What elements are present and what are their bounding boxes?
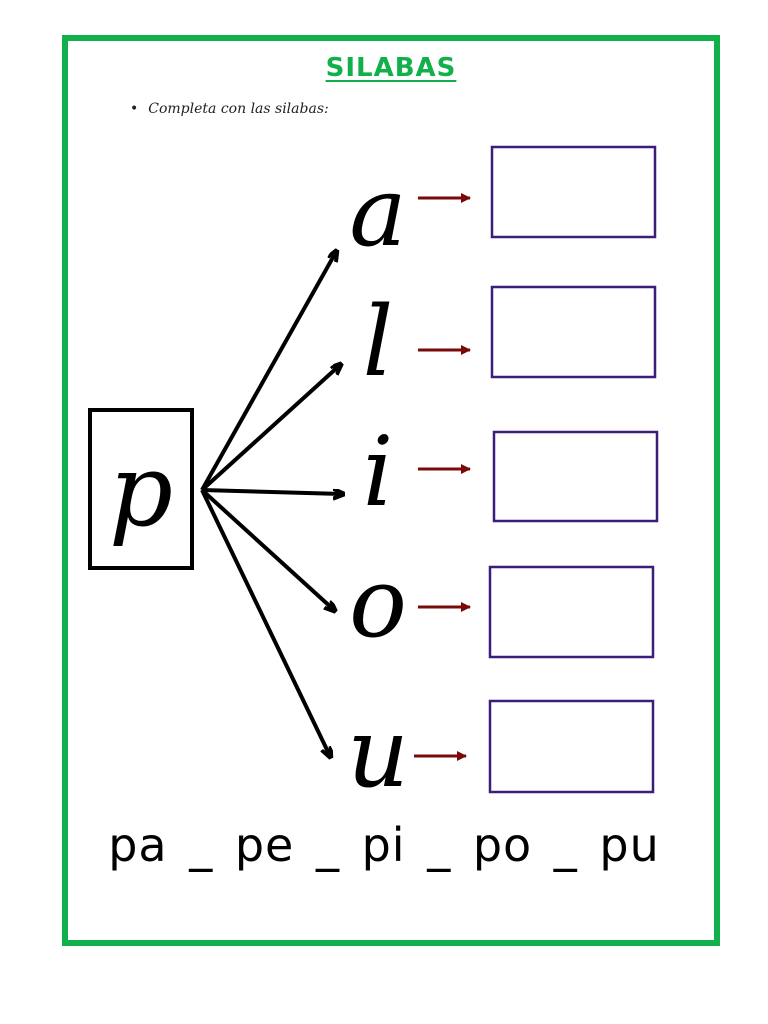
separator: _ — [315, 818, 340, 872]
arrow-to-o — [200, 488, 334, 610]
separator: _ — [189, 818, 214, 872]
answer-box-a[interactable] — [490, 145, 657, 239]
consonant-letter: p — [109, 432, 173, 549]
separator: _ — [427, 818, 452, 872]
vowel-letter-l: l — [363, 286, 394, 398]
arrow-to-i — [201, 488, 342, 494]
answer-box-o[interactable] — [488, 565, 655, 659]
separator: _ — [553, 818, 578, 872]
syllable-pi: pi — [361, 818, 406, 872]
vowel-letter-u: u — [347, 697, 409, 809]
arrow-to-l — [200, 365, 340, 492]
vowel-letter-a: a — [349, 156, 406, 268]
syllable-po: po — [472, 818, 533, 872]
instruction-text: • Completa con las silabas: — [130, 101, 329, 117]
vowel-letter-o: o — [349, 547, 407, 659]
vowel-letter-i: i — [363, 416, 394, 528]
page-title: SILABAS — [325, 53, 457, 83]
syllable-pu: pu — [599, 818, 660, 872]
consonant-box — [88, 408, 194, 570]
syllables-line: pa _ pe _ pi _ po _ pu — [0, 818, 768, 872]
answer-box-i[interactable] — [492, 430, 659, 523]
bullet-icon: • — [130, 101, 139, 117]
answer-box-u[interactable] — [488, 699, 655, 794]
arrow-to-u — [200, 489, 330, 756]
arrow-to-a — [200, 252, 336, 491]
answer-box-l[interactable] — [490, 285, 657, 379]
instruction-label: Completa con las silabas: — [148, 101, 329, 117]
syllable-pe: pe — [234, 818, 295, 872]
syllable-pa: pa — [108, 818, 168, 872]
